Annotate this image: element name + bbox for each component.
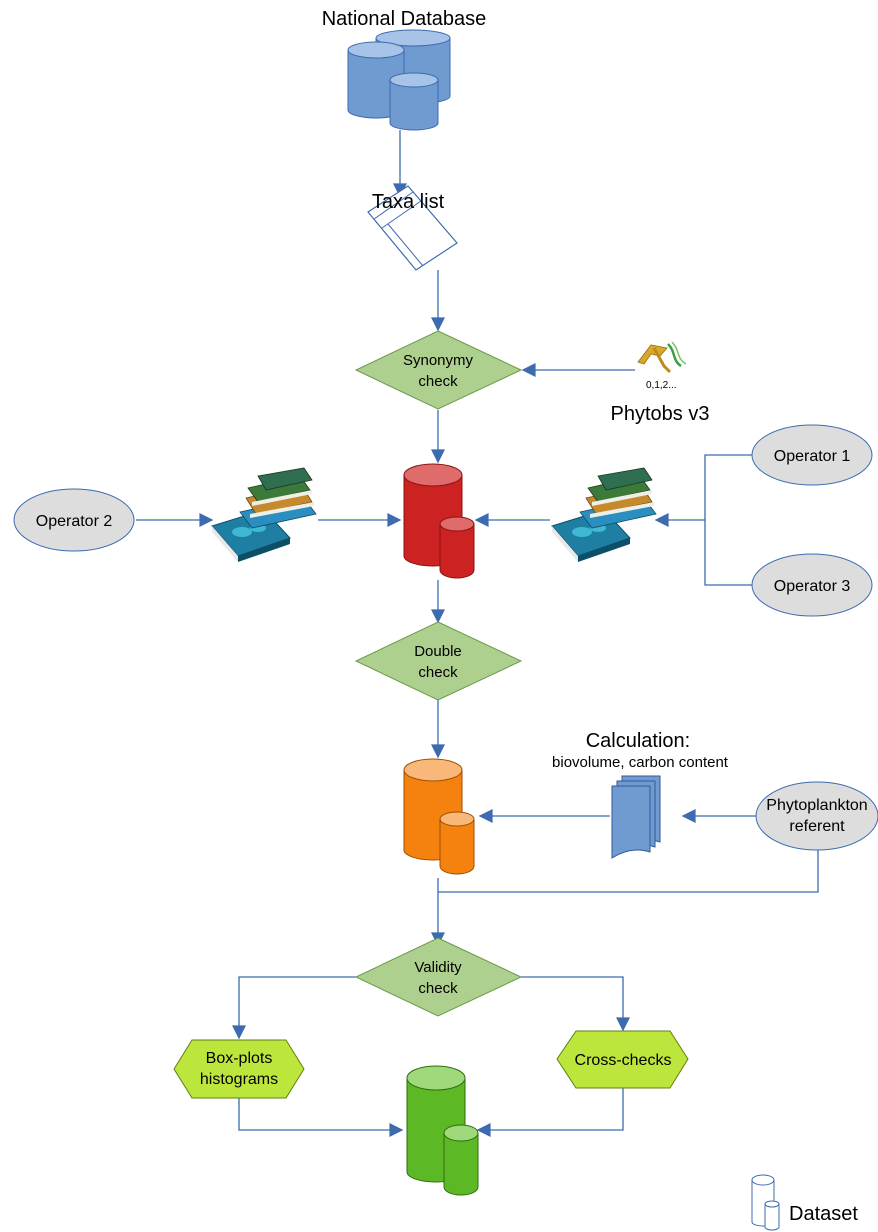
crosschecks-hexagon: Cross-checks <box>556 1030 689 1089</box>
arrow-validity-to-boxplots <box>232 976 357 1040</box>
synonymy-check-decision: Synonymy check <box>354 330 523 410</box>
arrow-boxplots-to-green <box>238 1098 404 1137</box>
books-icon-left <box>211 467 317 562</box>
validity-check-line2: check <box>418 980 458 997</box>
national-database-label: National Database <box>322 8 487 30</box>
operator3-node: Operator 3 <box>751 553 873 617</box>
database-icon <box>347 29 451 131</box>
phytobs-icon-text: 0,1,2... <box>646 380 677 391</box>
green-dataset-icon <box>406 1065 479 1196</box>
line-referent-to-validity <box>438 850 819 893</box>
legend-dataset-label: Dataset <box>789 1203 858 1225</box>
validity-check-decision: Validity check <box>354 937 523 1017</box>
double-check-line1: Double <box>414 643 462 660</box>
taxa-list-icon <box>367 185 458 271</box>
phytobs-label: Phytobs v3 <box>611 403 710 425</box>
phytobs-icon: 0,1,2... <box>637 341 687 391</box>
connectors <box>136 130 819 1137</box>
boxplots-hexagon: Box-plots histograms <box>173 1039 305 1099</box>
line-operators-join <box>704 454 752 586</box>
legend-dataset-icon <box>751 1174 780 1231</box>
crosschecks-label: Cross-checks <box>575 1052 672 1069</box>
red-dataset-icon <box>403 463 475 579</box>
synonymy-check-line1: Synonymy <box>403 352 474 369</box>
double-check-line2: check <box>418 664 458 681</box>
operator1-node: Operator 1 <box>751 424 873 486</box>
double-check-decision: Double check <box>354 621 523 701</box>
validity-check-line1: Validity <box>414 959 462 976</box>
orange-dataset-icon <box>403 758 475 875</box>
operator1-label: Operator 1 <box>774 448 851 465</box>
operator2-label: Operator 2 <box>36 513 113 530</box>
referent-line1: Phytoplankton <box>766 797 867 814</box>
boxplots-line2: histograms <box>200 1071 278 1088</box>
arrow-validity-to-crosschecks <box>521 976 630 1032</box>
boxplots-line1: Box-plots <box>206 1050 273 1067</box>
calculation-subtitle: biovolume, carbon content <box>552 754 729 771</box>
synonymy-check-line2: check <box>418 373 458 390</box>
referent-line2: referent <box>789 818 845 835</box>
calculation-title: Calculation: <box>586 730 691 752</box>
operator3-label: Operator 3 <box>774 578 851 595</box>
operator2-node: Operator 2 <box>13 488 135 552</box>
phytoplankton-referent-node: Phytoplankton referent <box>755 781 878 851</box>
arrow-crosschecks-to-green <box>476 1088 624 1137</box>
documents-icon <box>611 775 661 859</box>
taxa-list-label: Taxa list <box>372 191 445 213</box>
books-icon-right <box>551 467 657 562</box>
